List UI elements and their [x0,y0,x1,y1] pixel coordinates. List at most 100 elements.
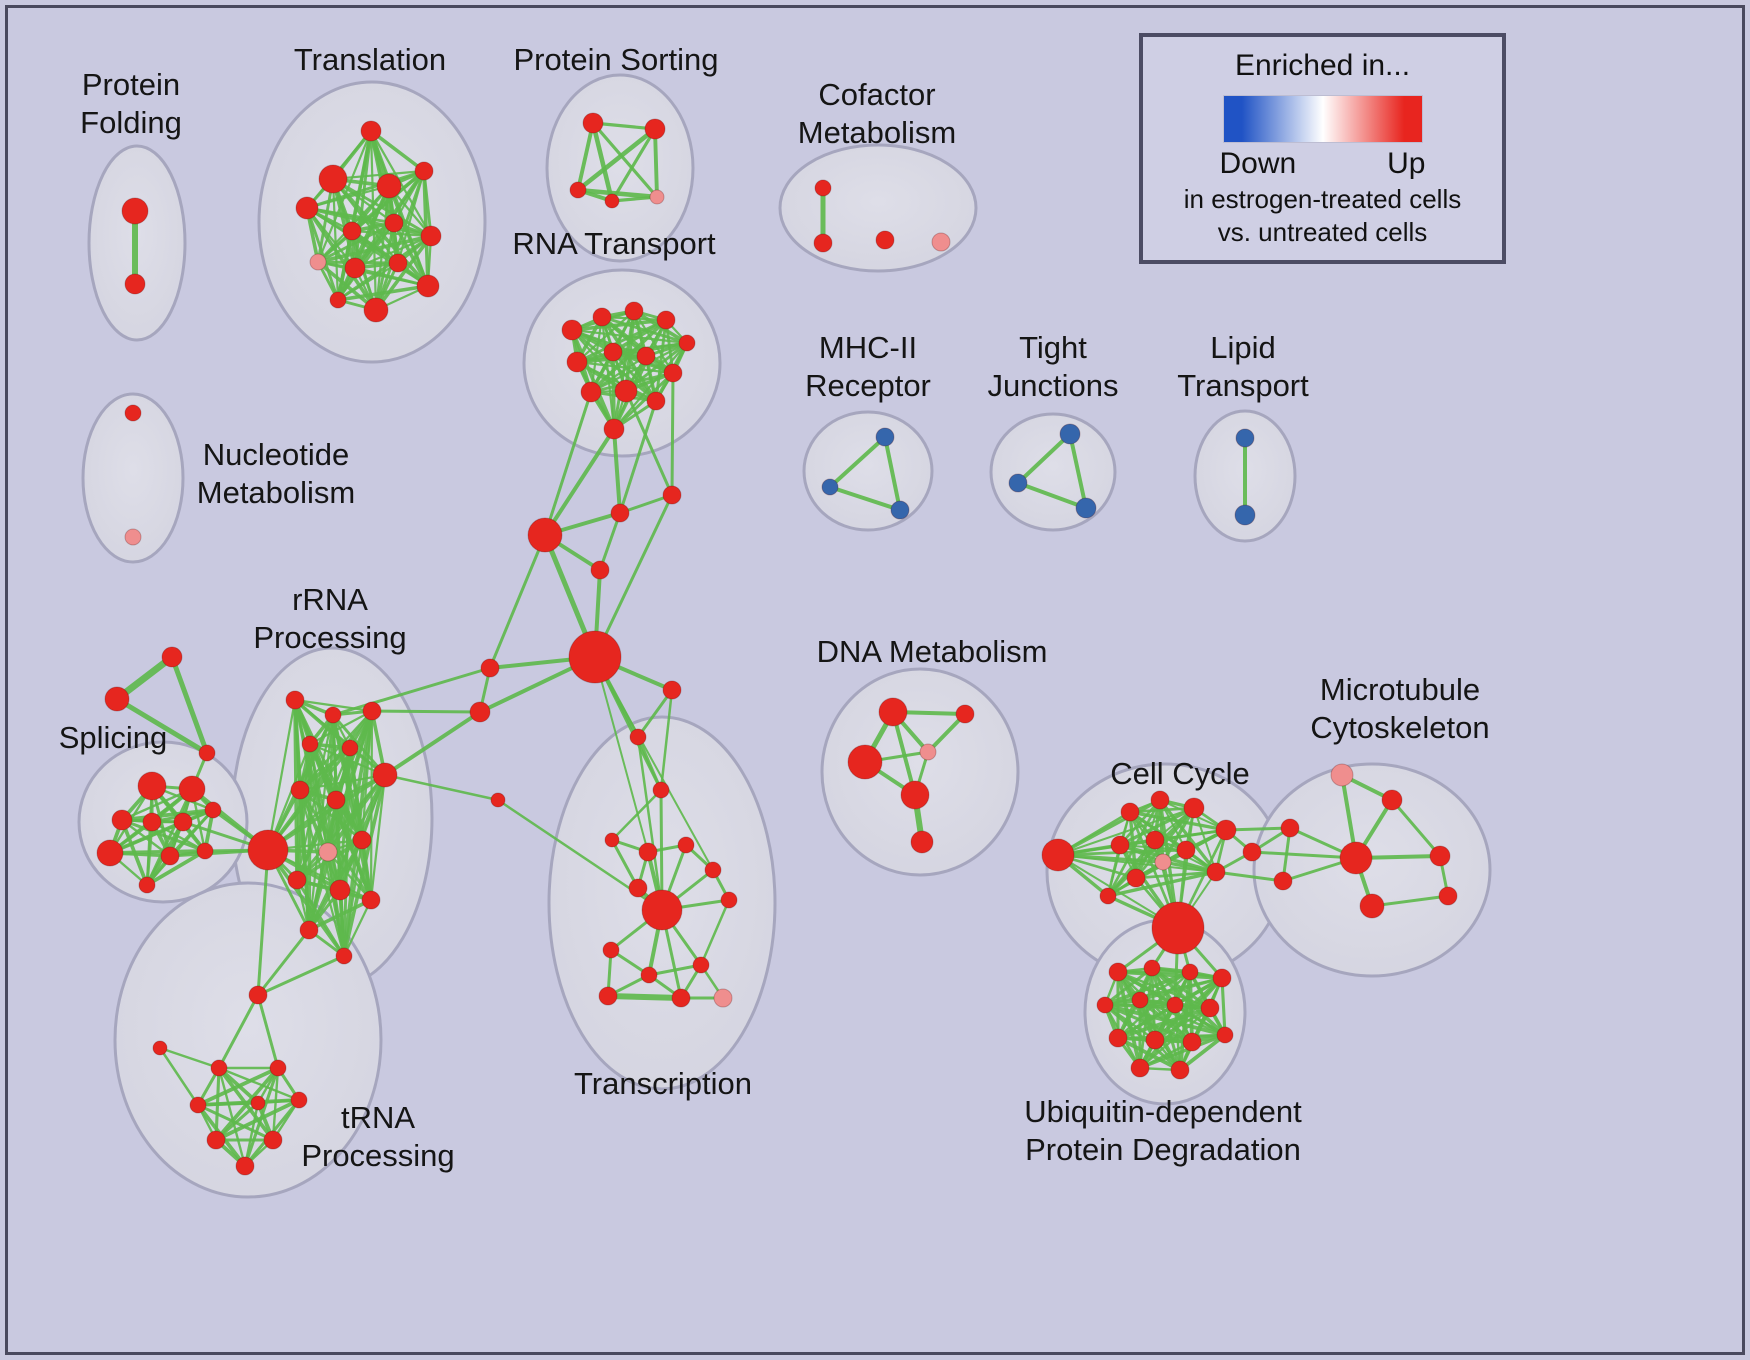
network-node[interactable] [590,560,610,580]
network-node[interactable] [318,842,338,862]
network-node[interactable] [124,404,142,422]
network-node[interactable] [641,889,683,931]
network-node[interactable] [1008,473,1028,493]
network-node[interactable] [931,232,951,252]
network-node[interactable] [1216,1026,1234,1044]
network-node[interactable] [104,686,130,712]
network-node[interactable] [363,297,389,323]
network-node[interactable] [875,230,895,250]
network-node[interactable] [329,879,351,901]
network-node[interactable] [121,197,149,225]
network-node[interactable] [326,790,346,810]
network-node[interactable] [301,735,319,753]
network-node[interactable] [566,351,588,373]
network-node[interactable] [603,418,625,440]
network-node[interactable] [1176,840,1196,860]
network-node[interactable] [1130,1058,1150,1078]
network-node[interactable] [890,500,910,520]
network-node[interactable] [1429,845,1451,867]
network-node[interactable] [198,744,216,762]
network-node[interactable] [878,697,908,727]
network-node[interactable] [1145,830,1165,850]
network-node[interactable] [178,775,206,803]
network-node[interactable] [295,196,319,220]
network-node[interactable] [329,291,347,309]
network-node[interactable] [204,801,222,819]
network-node[interactable] [1206,862,1226,882]
network-node[interactable] [1075,497,1097,519]
network-node[interactable] [416,274,440,298]
network-node[interactable] [1110,835,1130,855]
network-node[interactable] [344,257,366,279]
network-node[interactable] [900,780,930,810]
network-node[interactable] [582,112,604,134]
network-node[interactable] [598,986,618,1006]
network-node[interactable] [629,728,647,746]
network-node[interactable] [480,658,500,678]
network-node[interactable] [414,161,434,181]
network-node[interactable] [269,1059,287,1077]
network-node[interactable] [1438,886,1458,906]
network-node[interactable] [335,947,353,965]
network-node[interactable] [646,391,666,411]
network-node[interactable] [287,870,307,890]
network-node[interactable] [610,503,630,523]
network-node[interactable] [318,164,348,194]
network-node[interactable] [341,739,359,757]
network-node[interactable] [638,842,658,862]
network-node[interactable] [124,528,142,546]
network-node[interactable] [671,988,691,1008]
network-node[interactable] [206,1130,226,1150]
network-node[interactable] [420,225,442,247]
network-node[interactable] [161,646,183,668]
network-node[interactable] [720,891,738,909]
network-node[interactable] [919,743,937,761]
network-node[interactable] [1154,853,1172,871]
network-node[interactable] [1108,962,1128,982]
network-node[interactable] [1126,868,1146,888]
network-node[interactable] [640,966,658,984]
network-node[interactable] [1234,504,1256,526]
network-node[interactable] [290,780,310,800]
network-node[interactable] [290,1091,308,1109]
network-node[interactable] [1041,838,1075,872]
network-node[interactable] [568,630,622,684]
network-node[interactable] [285,690,305,710]
network-node[interactable] [1183,797,1205,819]
network-node[interactable] [384,213,404,233]
network-node[interactable] [624,301,644,321]
network-node[interactable] [814,179,832,197]
network-node[interactable] [469,701,491,723]
network-node[interactable] [704,861,722,879]
network-node[interactable] [561,319,583,341]
network-node[interactable] [490,792,506,808]
network-node[interactable] [1242,842,1262,862]
network-node[interactable] [663,363,683,383]
network-node[interactable] [1145,1030,1165,1050]
network-node[interactable] [662,680,682,700]
network-node[interactable] [1150,790,1170,810]
network-node[interactable] [1200,998,1220,1018]
network-node[interactable] [352,830,372,850]
network-node[interactable] [677,836,695,854]
network-node[interactable] [1359,893,1385,919]
network-node[interactable] [1330,763,1354,787]
network-node[interactable] [1170,1060,1190,1080]
network-node[interactable] [1182,1032,1202,1052]
network-node[interactable] [628,878,648,898]
network-node[interactable] [1212,968,1232,988]
network-node[interactable] [152,1040,168,1056]
network-node[interactable] [138,876,156,894]
network-node[interactable] [360,120,382,142]
network-node[interactable] [1273,871,1293,891]
network-node[interactable] [569,181,587,199]
network-node[interactable] [388,253,408,273]
network-node[interactable] [1280,818,1300,838]
network-node[interactable] [649,189,665,205]
network-node[interactable] [955,704,975,724]
network-node[interactable] [173,812,193,832]
network-node[interactable] [614,379,638,403]
network-node[interactable] [137,771,167,801]
network-node[interactable] [527,517,563,553]
network-node[interactable] [263,1130,283,1150]
